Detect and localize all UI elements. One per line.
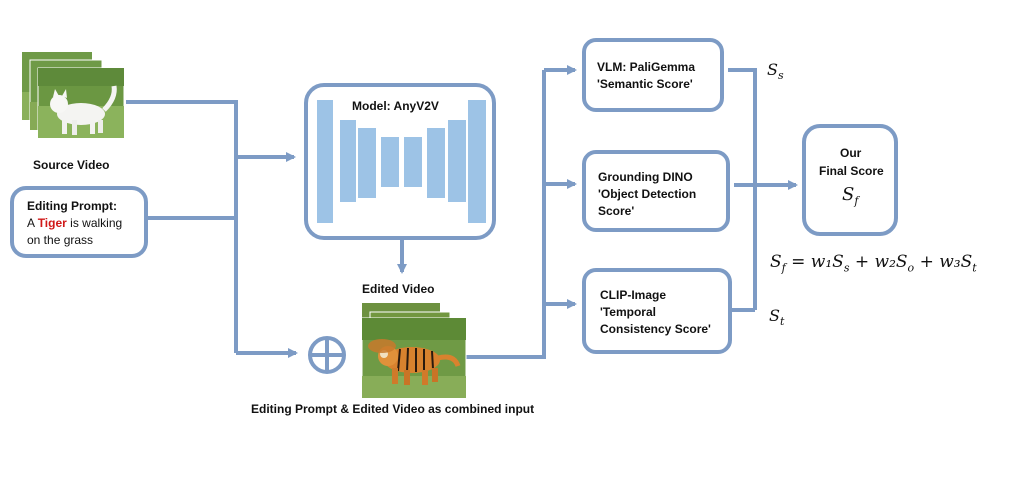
unet-bar [448, 120, 466, 202]
model-label: Model: AnyV2V [352, 99, 439, 113]
final-line-1: Our [840, 146, 862, 160]
clip-line-2: 'Temporal [600, 305, 656, 319]
temporal-score-symbol: St [769, 306, 785, 329]
evaluator-trunk-line [466, 70, 546, 359]
final-score-symbol: Sf [842, 184, 859, 208]
prompt-line-2: on the grass [27, 233, 94, 247]
unet-bar [381, 137, 399, 187]
combined-input-caption: Editing Prompt & Edited Video as combine… [251, 402, 535, 416]
vlm-line-1: VLM: PaliGemma [597, 60, 696, 74]
unet-bar [404, 137, 422, 187]
clip-line-3: Consistency Score' [600, 322, 711, 336]
source-video-label: Source Video [33, 158, 110, 172]
final-score-equation: Sf = w₁Ss + w₂So + w₃St [770, 252, 977, 275]
final-line-2: Final Score [819, 164, 884, 178]
cat-frame [37, 67, 125, 139]
source-trunk-line [126, 100, 238, 353]
unet-bar [358, 128, 376, 198]
dino-line-1: Grounding DINO [598, 170, 693, 184]
unet-bar [427, 128, 445, 198]
edited-video-label: Edited Video [362, 282, 435, 296]
vlm-box: VLM: PaliGemma 'Semantic Score' [582, 38, 724, 112]
model-box: Model: AnyV2V [304, 83, 496, 240]
clip-image-box: CLIP-Image 'Temporal Consistency Score' [582, 268, 732, 354]
editing-prompt-box: Editing Prompt: A Tiger is walking on th… [10, 186, 148, 258]
dino-line-3: Score' [598, 204, 635, 218]
tiger-frame [361, 317, 467, 399]
semantic-score-symbol: Ss [767, 60, 784, 83]
clip-line-1: CLIP-Image [600, 288, 667, 302]
grounding-dino-box: Grounding DINO 'Object Detection Score' [582, 150, 730, 232]
prompt-line-1: A Tiger is walking [27, 216, 123, 230]
prompt-title: Editing Prompt: [27, 199, 117, 213]
source-video-frames [22, 52, 125, 139]
combine-plus-icon [308, 336, 346, 374]
unet-bar [468, 100, 486, 223]
unet-bar [317, 100, 333, 223]
unet-bars [317, 100, 486, 223]
dino-line-2: 'Object Detection [598, 187, 697, 201]
vlm-line-2: 'Semantic Score' [597, 77, 693, 91]
score-collector-line [728, 68, 757, 310]
final-score-box: Our Final Score Sf [802, 124, 898, 236]
unet-bar [340, 120, 356, 202]
prompt-highlight-word: Tiger [37, 216, 67, 230]
edited-video-frames [361, 303, 467, 399]
